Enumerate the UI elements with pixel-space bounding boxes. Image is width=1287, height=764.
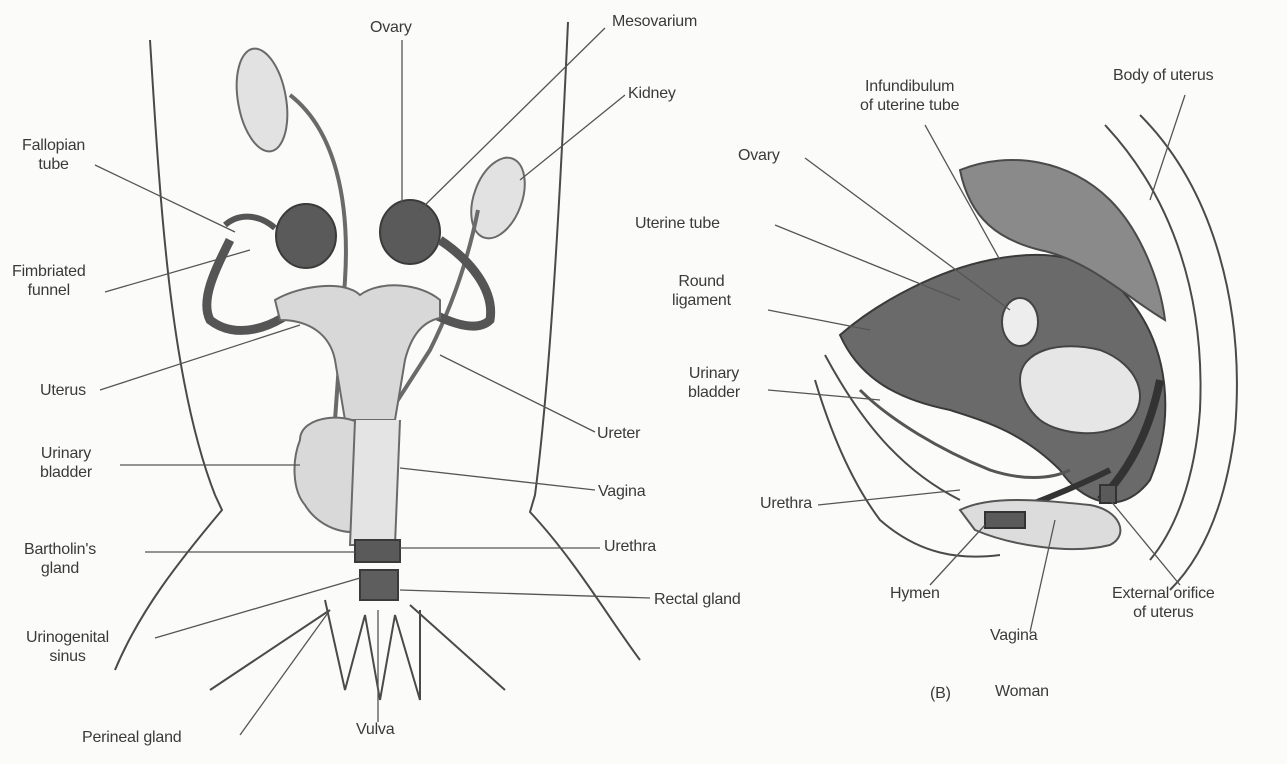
ovary-left — [276, 204, 336, 268]
body-outline-right — [530, 22, 640, 660]
label-infundibulum: Infundibulum of uterine tube — [860, 77, 959, 115]
leader-fallopian-tube — [95, 165, 235, 232]
leader-urinogenital-sinus — [155, 578, 360, 638]
label-uterus: Uterus — [40, 381, 86, 400]
label-round-ligament: Round ligament — [672, 272, 731, 310]
leader-perineal-gland — [240, 610, 330, 735]
leader-urethra-right — [818, 490, 960, 505]
leader-external-orifice — [1110, 500, 1180, 585]
label-vagina-right: Vagina — [990, 626, 1037, 645]
ovary-right — [380, 200, 440, 264]
caption-marker: (B) — [930, 684, 951, 703]
label-external-orifice: External orifice of uterus — [1112, 584, 1215, 622]
ovary-sagittal — [1002, 298, 1038, 346]
label-kidney: Kidney — [628, 84, 676, 103]
leader-rectal-gland — [400, 590, 650, 598]
leader-uterine-tube — [775, 225, 960, 300]
leader-kidney — [520, 95, 625, 180]
label-ovary-right: Ovary — [738, 146, 780, 165]
label-fallopian-tube: Fallopian tube — [22, 136, 85, 174]
rectal-gland — [360, 570, 398, 600]
hymen-mark — [985, 512, 1025, 528]
label-urinogenital-sinus: Urinogenital sinus — [26, 628, 109, 666]
leader-round-ligament — [768, 310, 870, 330]
kidney-left — [229, 45, 294, 156]
label-urinary-bladder-right: Urinary bladder — [688, 364, 740, 402]
leader-fimbriated-funnel — [105, 250, 250, 292]
leader-ureter — [440, 355, 595, 432]
label-ovary-left: Ovary — [370, 18, 412, 37]
label-urethra-right: Urethra — [760, 494, 812, 513]
label-bartholins-gland: Bartholin's gland — [24, 540, 96, 578]
leader-vagina — [400, 468, 595, 490]
label-mesovarium: Mesovarium — [612, 12, 697, 31]
fimbriae-left — [225, 217, 275, 228]
label-rectal-gland: Rectal gland — [654, 590, 741, 609]
label-body-of-uterus: Body of uterus — [1113, 66, 1213, 85]
vulva-shape — [325, 600, 420, 700]
right-diagram — [768, 95, 1237, 632]
label-hymen: Hymen — [890, 584, 940, 603]
label-fimbriated-funnel: Fimbriated funnel — [12, 262, 86, 300]
caption-title: Woman — [995, 682, 1049, 701]
label-ureter: Ureter — [597, 424, 640, 443]
label-vulva: Vulva — [356, 720, 394, 739]
leader-body-of-uterus — [1150, 95, 1185, 200]
label-perineal-gland: Perineal gland — [82, 728, 182, 747]
label-urethra-left: Urethra — [604, 537, 656, 556]
label-urinary-bladder-left: Urinary bladder — [40, 444, 92, 482]
left-diagram — [95, 22, 650, 735]
bartholins-gland — [355, 540, 400, 562]
leader-hymen — [930, 525, 985, 585]
external-orifice-mark — [1100, 485, 1116, 503]
leader-uterus — [100, 325, 300, 390]
perineal-lines — [210, 605, 505, 690]
uterus — [275, 285, 440, 420]
label-vagina-left: Vagina — [598, 482, 645, 501]
vagina-tube — [350, 420, 400, 545]
label-uterine-tube: Uterine tube — [635, 214, 720, 233]
